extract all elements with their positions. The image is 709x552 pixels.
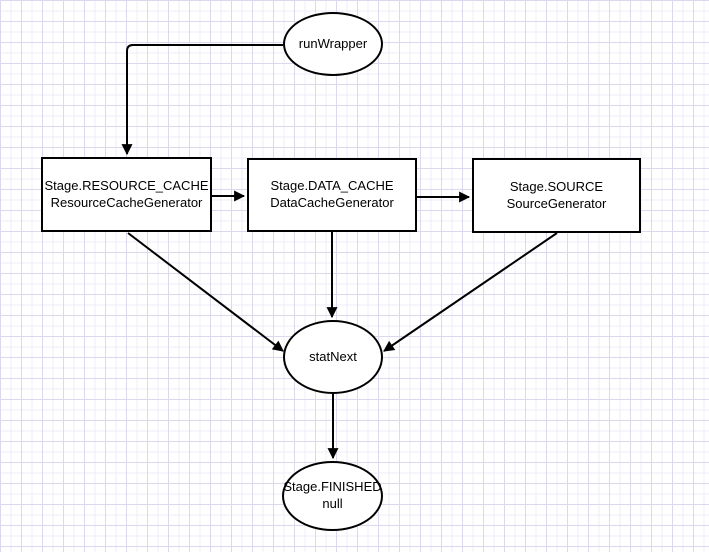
node-resource-cache[interactable]: Stage.RESOURCE_CACHE ResourceCacheGenera… xyxy=(41,157,212,232)
node-label-line: Stage.FINISHED xyxy=(283,479,382,495)
node-label-line: Stage.DATA_CACHE xyxy=(270,178,394,194)
node-finished[interactable]: Stage.FINISHED null xyxy=(282,461,383,531)
node-label-line: Stage.SOURCE xyxy=(509,178,604,194)
node-label-line: statNext xyxy=(309,348,357,364)
node-label-line: ResourceCacheGenerator xyxy=(50,194,203,210)
node-label-line: null xyxy=(322,496,343,511)
node-label-line: DataCacheGenerator xyxy=(270,195,394,210)
edge-resourcecache-to-statnext[interactable] xyxy=(127,232,284,352)
node-source[interactable]: Stage.SOURCE SourceGenerator xyxy=(472,158,641,233)
node-data-cache[interactable]: Stage.DATA_CACHE DataCacheGenerator xyxy=(247,158,417,232)
node-label-line: runWrapper xyxy=(298,35,368,51)
node-runwrapper[interactable]: runWrapper xyxy=(283,12,383,76)
edge-source-to-statnext[interactable] xyxy=(383,232,558,352)
node-label-line: SourceGenerator xyxy=(506,195,607,211)
node-label-line: Stage.RESOURCE_CACHE xyxy=(44,177,209,193)
edge-runwrapper-to-resourcecache[interactable] xyxy=(121,44,283,156)
node-statnext[interactable]: statNext xyxy=(283,320,383,394)
